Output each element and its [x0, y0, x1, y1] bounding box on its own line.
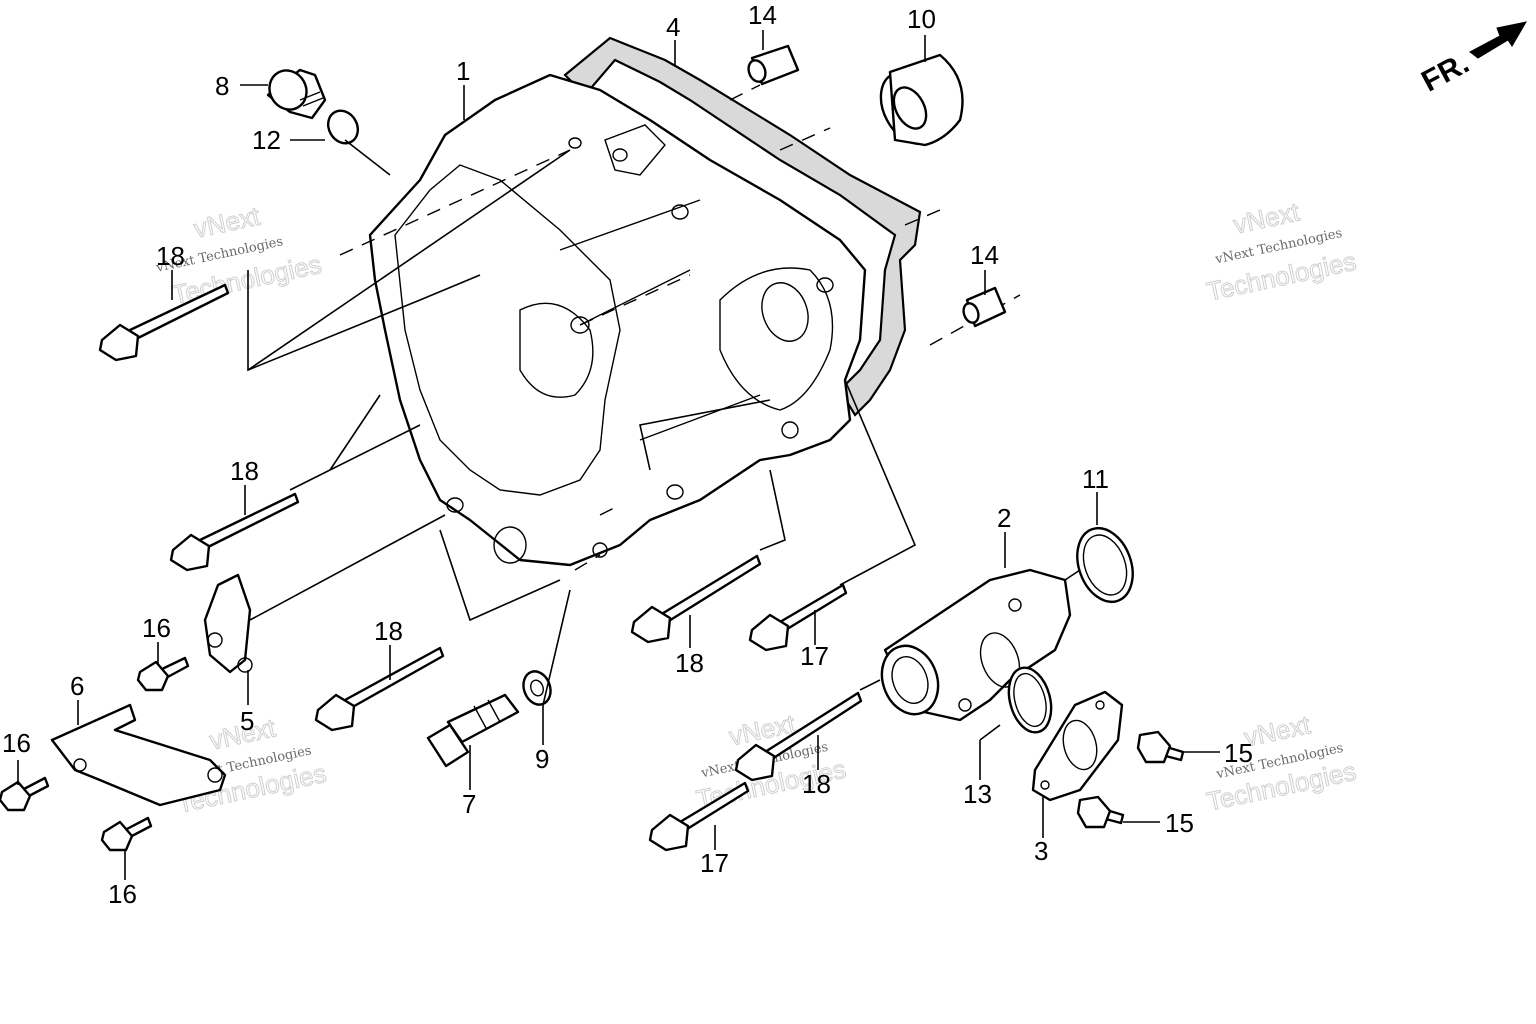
callout-10: 10: [907, 4, 936, 34]
leader-line: [439, 529, 561, 622]
cover-bolt: [630, 554, 762, 644]
callout-7: 7: [462, 789, 476, 819]
alignment-line: [574, 554, 601, 571]
callout-15-upper: 15: [1224, 738, 1253, 768]
callout-16-left: 16: [2, 728, 31, 758]
alignment-line: [599, 504, 621, 516]
alignment-line: [779, 127, 831, 151]
leader-line: [639, 399, 771, 471]
callout-leader: [979, 724, 1001, 780]
callout-18-center: 18: [675, 648, 704, 678]
front-arrow-icon: [1469, 21, 1527, 59]
leader-line: [247, 149, 571, 371]
alignment-line: [579, 274, 691, 326]
dowel-pin-right: [962, 286, 1007, 328]
filler-plug: [266, 68, 327, 120]
callout-leader: [542, 589, 571, 706]
oil-seal: [879, 53, 964, 147]
small-bolt: [0, 776, 50, 812]
callout-18-middle: 18: [230, 456, 259, 486]
alignment-line: [729, 84, 761, 101]
housing-gasket: [1031, 690, 1124, 802]
watermark-top: vNext: [1231, 196, 1303, 239]
front-direction-marker: FR.: [1416, 21, 1527, 99]
callout-5: 5: [240, 706, 254, 736]
small-bolt: [1136, 730, 1185, 764]
callout-1: 1: [456, 56, 470, 86]
callout-4: 4: [666, 12, 680, 42]
callout-17-lower: 17: [700, 848, 729, 878]
watermark-group-3: vNext vNext Technologies Technologies: [1204, 196, 1360, 307]
housing-bolt: [648, 781, 750, 852]
leader-line: [759, 469, 786, 551]
small-bolt: [136, 656, 190, 692]
housing-o-ring: [1076, 527, 1134, 603]
callout-leader: [344, 139, 391, 176]
callout-18-top: 18: [156, 241, 185, 271]
small-bolt: [1076, 795, 1125, 829]
leader-line: [839, 379, 917, 586]
callout-14-upper: 14: [748, 0, 777, 30]
callout-9: 9: [535, 744, 549, 774]
cover-bolt: [748, 583, 848, 652]
watermark-top: vNext: [191, 201, 263, 244]
callout-2: 2: [997, 503, 1011, 533]
callout-12: 12: [252, 125, 281, 155]
callout-8: 8: [215, 71, 229, 101]
callout-16-bracket: 16: [142, 613, 171, 643]
outlet-o-ring: [1007, 666, 1053, 734]
watermark-group-6: vNext vNext Technologies Technologies: [1204, 709, 1360, 818]
callout-18-housing: 18: [802, 769, 831, 799]
callout-13: 13: [963, 779, 992, 809]
plug-o-ring: [326, 109, 360, 145]
callout-6: 6: [70, 671, 84, 701]
leader-line: [249, 514, 446, 621]
water-outlet-housing: [880, 568, 1072, 722]
rear-crankcase-cover: [368, 73, 867, 567]
dowel-pin-upper: [747, 44, 800, 86]
leader-line: [1064, 569, 1081, 581]
front-label: FR.: [1416, 47, 1474, 99]
leader-line: [329, 394, 381, 471]
alignment-line: [339, 149, 571, 256]
leader-line: [289, 424, 421, 491]
small-bolt: [100, 816, 153, 852]
guard-plate: [50, 703, 227, 807]
alignment-line: [904, 209, 941, 226]
housing-bolt: [734, 691, 863, 782]
callout-14-right: 14: [970, 240, 999, 270]
temperature-sensor: [426, 693, 520, 768]
cover-bolt: [98, 283, 230, 362]
callout-17-upper: 17: [800, 641, 829, 671]
leader-line: [859, 679, 881, 691]
callout-3: 3: [1034, 836, 1048, 866]
callout-15-lower: 15: [1165, 808, 1194, 838]
callout-18-lower: 18: [374, 616, 403, 646]
callout-16-bottom: 16: [108, 879, 137, 909]
cover-bolt: [314, 646, 445, 732]
bracket-stay: [203, 573, 253, 674]
cover-bolt: [169, 492, 300, 572]
cover-gasket: [563, 36, 922, 417]
leader-line: [247, 270, 481, 372]
callout-11: 11: [1082, 464, 1109, 494]
